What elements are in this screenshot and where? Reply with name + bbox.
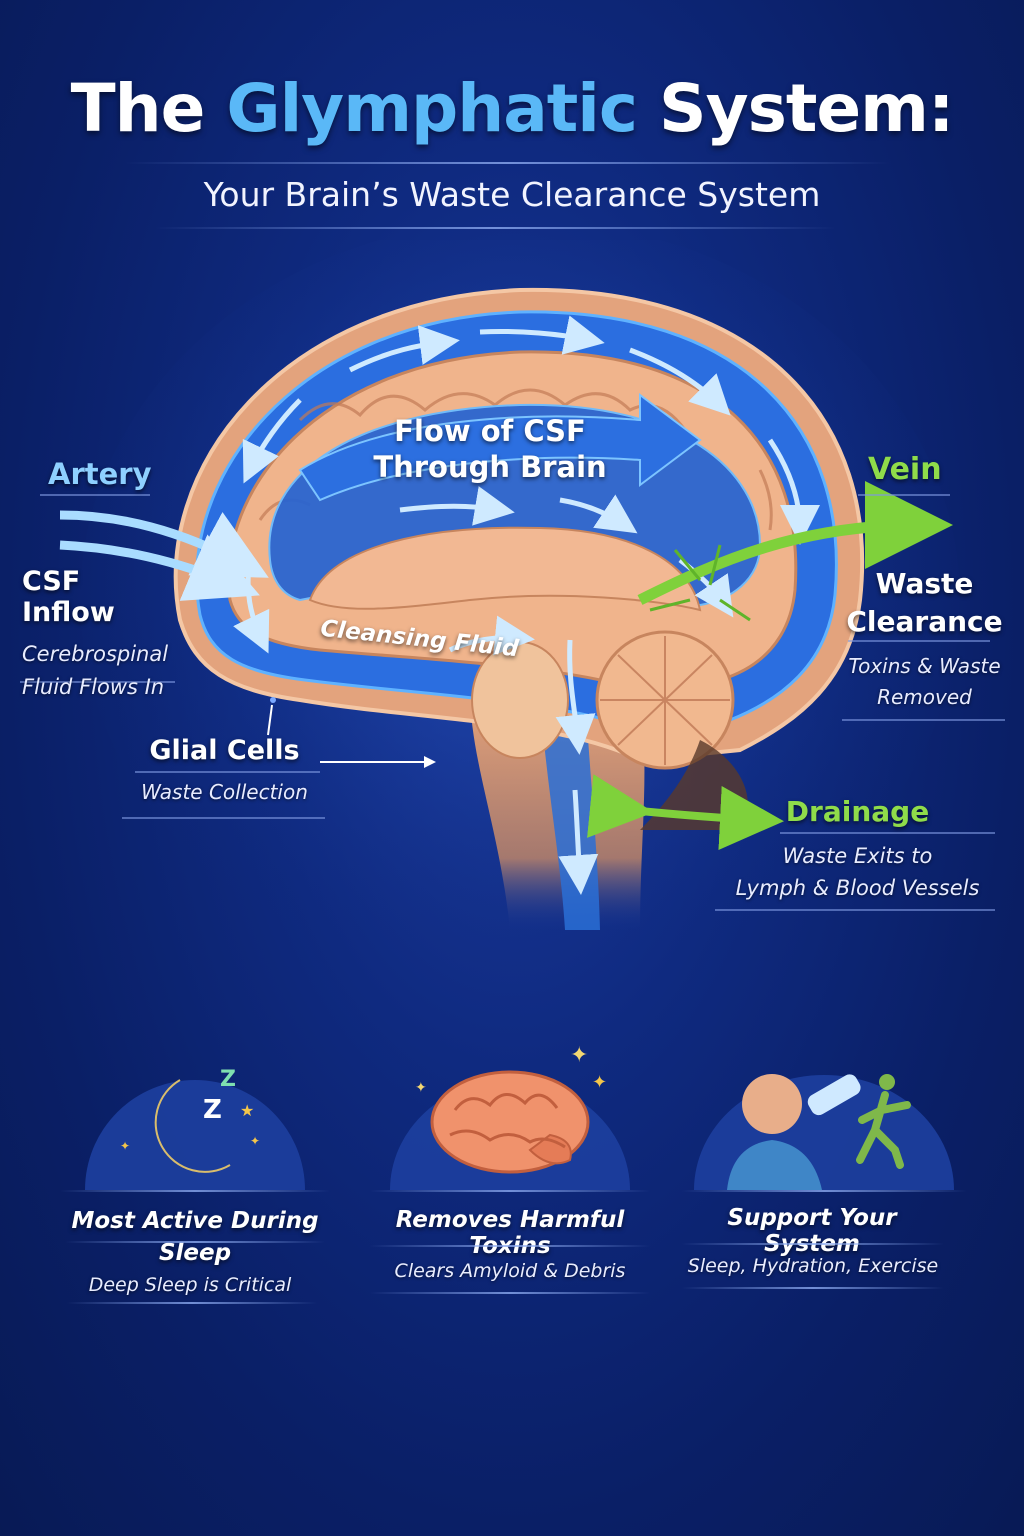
drainage-block: Drainage Waste Exits to Lymph & Blood Ve… [715, 795, 1000, 904]
svg-text:✦: ✦ [250, 1134, 260, 1148]
flow-of-csf-label: Flow of CSF Through Brain [360, 413, 620, 485]
page-subtitle: Your Brain’s Waste Clearance System [203, 175, 821, 214]
artery-label: Artery [48, 457, 152, 491]
svg-text:✦: ✦ [415, 1080, 427, 1096]
thalamus [471, 641, 569, 759]
subtitle-divider [155, 227, 835, 229]
card-toxins-title: Removes Harmful Toxins [395, 1207, 625, 1259]
card-sleep-title-line2: Sleep [158, 1240, 232, 1266]
waste-clearance-block: Waste Clearance Toxins & Waste Removed [842, 565, 1007, 713]
waste-clearance-line2: Clearance [846, 605, 1003, 638]
card-toxins-divider-bottom [370, 1292, 650, 1294]
waste-clearance-line1: Waste [875, 567, 974, 600]
drainage-arrow [587, 774, 784, 850]
card-support-sub: Sleep, Hydration, Exercise [687, 1255, 939, 1277]
svg-text:★: ★ [240, 1101, 254, 1120]
csf-inflow-line2: Fluid Flows In [22, 675, 165, 699]
brain-diagram [20, 240, 1005, 980]
svg-text:✦: ✦ [120, 1139, 130, 1153]
artery-inflow-arrows [59, 510, 269, 601]
waste-clearance-sub2: Removed [877, 685, 972, 709]
csf-flow-banner-arrow [298, 393, 702, 502]
brain-icon: ✦ ✦ ✦ [390, 1043, 630, 1190]
card-sleep-title: Most Active During Sleep [60, 1205, 330, 1269]
card-toxins-divider-top [370, 1190, 650, 1192]
flow-label-line2: Through Brain [373, 450, 607, 484]
zz-small: Z [203, 1095, 222, 1125]
svg-text:✦: ✦ [592, 1072, 607, 1093]
card-toxins: ✦ ✦ ✦ Removes Harmful Toxins Clears Amyl… [370, 1040, 650, 1300]
card-support-divider-bottom [682, 1287, 944, 1289]
glial-cells-block: Glial Cells Waste Collection [122, 735, 327, 804]
card-sleep-divider-bottom [67, 1302, 317, 1304]
waste-clearance-sub1: Toxins & Waste [848, 654, 1001, 678]
flow-label-line1: Flow of CSF [394, 414, 586, 448]
label-dividers [20, 494, 1005, 911]
glial-cells-sub: Waste Collection [141, 780, 308, 804]
title-highlight: Glymphatic [226, 70, 638, 147]
glial-dot [270, 697, 276, 703]
cerebellum-folds [600, 636, 730, 765]
zz-large: Z [220, 1067, 236, 1092]
hydration-exercise-icon [694, 1074, 954, 1190]
card-support-title: Support Your System [727, 1205, 897, 1257]
card-sleep: Z Z ★ ✦ ✦ Most Active During Sleep Deep … [60, 1040, 330, 1310]
moon-icon: Z Z ★ ✦ ✦ [85, 1067, 305, 1190]
glial-cells-title: Glial Cells [149, 735, 300, 766]
vein-outflow-arrow [637, 481, 953, 605]
drainage-title: Drainage [785, 795, 930, 828]
svg-text:✦: ✦ [570, 1043, 588, 1068]
card-sleep-title-line1: Most Active During [71, 1208, 319, 1234]
card-sleep-divider-mid [65, 1241, 325, 1243]
page-title: The Glymphatic System: [0, 70, 1024, 147]
card-sleep-sub: Deep Sleep is Critical [88, 1274, 292, 1296]
glial-tick [267, 704, 273, 736]
csf-inflow-title: CSF Inflow [22, 566, 115, 628]
card-support: Support Your System Sleep, Hydration, Ex… [682, 1040, 967, 1300]
title-suffix: System: [659, 70, 954, 147]
csf-inflow-block: CSF Inflow Cerebrospinal Fluid Flows In [22, 566, 182, 704]
csf-inflow-line1: Cerebrospinal [22, 642, 169, 666]
card-sleep-divider-top [60, 1190, 330, 1192]
drainage-sub2: Lymph & Blood Vessels [735, 876, 980, 900]
card-support-divider-top [682, 1190, 967, 1192]
title-prefix: The [70, 70, 206, 147]
vein-label: Vein [868, 452, 942, 487]
card-toxins-divider-mid [370, 1245, 650, 1247]
title-divider [125, 162, 890, 164]
drainage-sub1: Waste Exits to [782, 844, 933, 868]
glial-branches-green [649, 544, 751, 622]
card-support-divider-mid [682, 1243, 944, 1245]
card-toxins-sub: Clears Amyloid & Debris [394, 1260, 626, 1282]
